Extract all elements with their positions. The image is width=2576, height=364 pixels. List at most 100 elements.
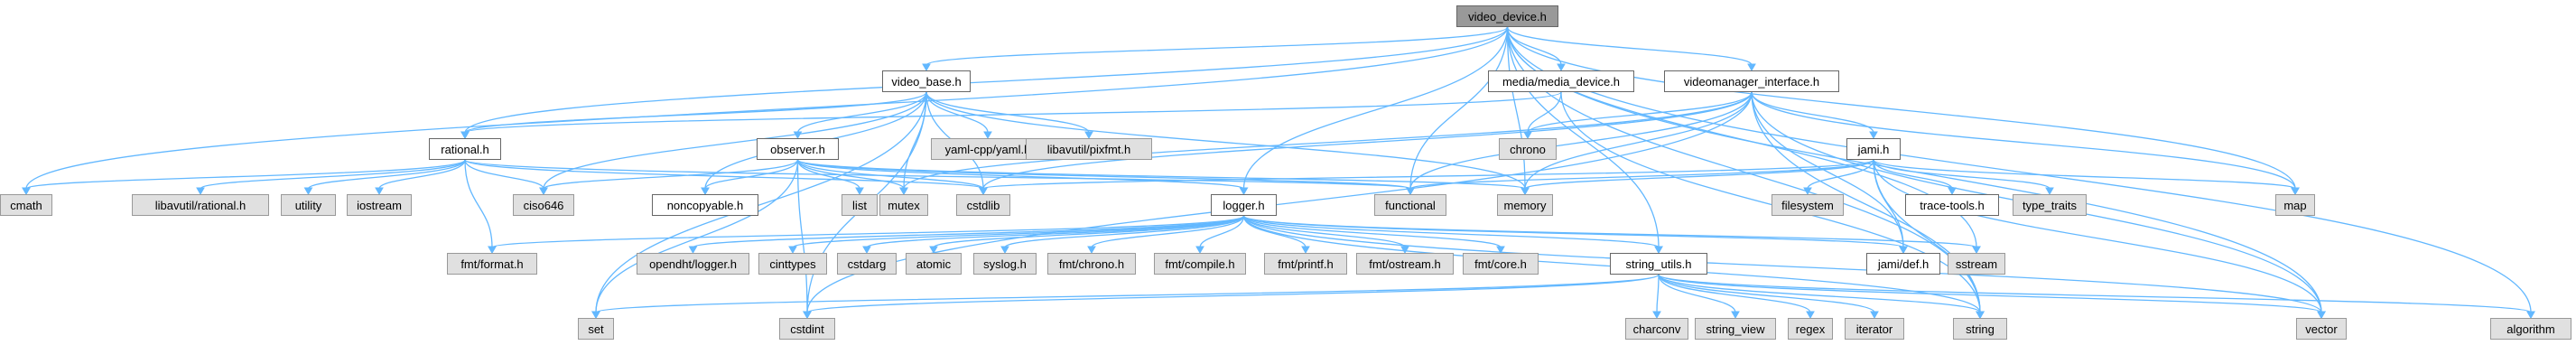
edge-jami-h-to-map	[1873, 159, 2296, 190]
edge-rational-h-to-ciso646	[464, 159, 544, 190]
node-chrono[interactable]: chrono	[1499, 138, 1557, 160]
edge-video-device-h-to-functional	[1409, 26, 1509, 190]
node-noncopyable-h[interactable]: noncopyable.h	[652, 194, 758, 216]
arrowhead	[688, 246, 698, 255]
edge-video-base-h-to-ciso646	[543, 91, 927, 190]
edge-string-utils-h-to-algorithm	[1658, 274, 2532, 313]
edge-jami-h-to-string	[1873, 159, 1981, 313]
node-sstream[interactable]: sstream	[1948, 253, 2005, 275]
arrowhead	[793, 131, 803, 140]
node-video-base-h[interactable]: video_base.h	[882, 70, 971, 92]
node-mutex[interactable]: mutex	[879, 194, 928, 216]
node-fmt-compile-h[interactable]: fmt/compile.h	[1154, 253, 1246, 275]
node-list[interactable]: list	[842, 194, 878, 216]
node-media-media-device-h[interactable]: media/media_device.h	[1488, 70, 1634, 92]
edge-string-utils-h-to-string	[1658, 274, 1981, 313]
arrowhead	[1084, 131, 1093, 140]
arrowhead	[1948, 187, 1957, 196]
edge-rational-h-to-cstdlib	[464, 159, 984, 190]
edge-logger-h-to-string-utils-h	[1242, 215, 1660, 248]
node-fmt-format-h[interactable]: fmt/format.h	[447, 253, 537, 275]
node-rational-h[interactable]: rational.h	[429, 138, 501, 160]
node-video-device-h: video_device.h	[1456, 5, 1558, 27]
arrowhead	[1523, 131, 1532, 140]
edge-media-media-device-h-to-chrono	[1527, 91, 1562, 134]
edge-observer-h-to-list	[796, 159, 860, 190]
node-string-utils-h[interactable]: string_utils.h	[1610, 253, 1707, 275]
arrowhead	[1870, 311, 1879, 320]
arrowhead	[983, 131, 992, 140]
edge-observer-h-to-functional	[796, 159, 1411, 190]
arrowhead	[1520, 187, 1530, 196]
node-charconv[interactable]: charconv	[1625, 318, 1688, 340]
edge-video-device-h-to-videomanager-interface-h	[1506, 26, 1753, 66]
edge-jami-h-to-memory	[1524, 159, 1874, 190]
node-functional[interactable]: functional	[1374, 194, 1446, 216]
arrowhead	[979, 187, 988, 196]
edge-jami-h-to-functional	[1409, 159, 1874, 190]
node-set[interactable]: set	[578, 318, 614, 340]
edge-logger-h-to-vector	[1242, 215, 2322, 313]
node-type-traits[interactable]: type_traits	[2013, 194, 2087, 216]
arrowhead	[922, 63, 931, 72]
node-fmt-ostream-h[interactable]: fmt/ostream.h	[1356, 253, 1454, 275]
node-vector[interactable]: vector	[2296, 318, 2347, 340]
node-trace-tools-h[interactable]: trace-tools.h	[1905, 194, 1999, 216]
edge-observer-h-to-ciso646	[543, 159, 799, 190]
node-regex[interactable]: regex	[1788, 318, 1833, 340]
edge-logger-h-to-syslog-h	[1004, 215, 1245, 248]
edge-videomanager-interface-h-to-memory	[1524, 91, 1753, 190]
arrowhead	[1976, 311, 1985, 320]
node-memory[interactable]: memory	[1497, 194, 1553, 216]
node-ciso646[interactable]: ciso646	[513, 194, 574, 216]
node-videomanager-interface-h[interactable]: videomanager_interface.h	[1664, 70, 1839, 92]
node-jami-def-h[interactable]: jami/def.h	[1866, 253, 1940, 275]
node-fmt-printf-h[interactable]: fmt/printf.h	[1264, 253, 1347, 275]
edge-logger-h-to-sstream	[1242, 215, 1977, 248]
edge-videomanager-interface-h-to-cstdlib	[982, 91, 1753, 190]
edge-observer-h-to-set	[595, 159, 799, 313]
node-yaml-cpp-yaml-h[interactable]: yaml-cpp/yaml.h	[931, 138, 1045, 160]
edge-video-base-h-to-set	[595, 91, 927, 313]
node-fmt-core-h[interactable]: fmt/core.h	[1463, 253, 1539, 275]
edge-videomanager-interface-h-to-functional	[1409, 91, 1753, 190]
arrowhead	[196, 187, 205, 196]
edge-video-device-h-to-rational-h	[464, 26, 1509, 134]
node-opendht-logger-h[interactable]: opendht/logger.h	[637, 253, 749, 275]
node-logger-h[interactable]: logger.h	[1211, 194, 1277, 216]
arrowhead	[1806, 311, 1815, 320]
node-cinttypes[interactable]: cinttypes	[758, 253, 827, 275]
edge-logger-h-to-fmt-ostream-h	[1242, 215, 1406, 248]
edge-videomanager-interface-h-to-map	[1751, 91, 2296, 190]
node-libavutil-pixfmt-h[interactable]: libavutil/pixfmt.h	[1026, 138, 1152, 160]
edge-jami-h-to-filesystem	[1807, 159, 1874, 190]
node-iostream[interactable]: iostream	[347, 194, 412, 216]
node-utility[interactable]: utility	[281, 194, 336, 216]
edge-string-utils-h-to-regex	[1658, 274, 1811, 313]
arrowheads	[22, 63, 2535, 320]
edge-logger-h-to-fmt-printf-h	[1242, 215, 1307, 248]
node-map[interactable]: map	[2275, 194, 2315, 216]
arrowhead	[303, 187, 313, 196]
edge-video-device-h-to-cmath	[25, 26, 1509, 190]
node-cstdarg[interactable]: cstdarg	[837, 253, 897, 275]
node-syslog-h[interactable]: syslog.h	[973, 253, 1037, 275]
node-observer-h[interactable]: observer.h	[757, 138, 839, 160]
arrowhead	[1731, 311, 1740, 320]
edge-videomanager-interface-h-to-chrono	[1527, 91, 1753, 134]
node-atomic[interactable]: atomic	[906, 253, 962, 275]
node-cstdint[interactable]: cstdint	[779, 318, 835, 340]
node-string[interactable]: string	[1953, 318, 2007, 340]
node-filesystem[interactable]: filesystem	[1772, 194, 1844, 216]
node-libavutil-rational-h[interactable]: libavutil/rational.h	[132, 194, 269, 216]
edge-logger-h-to-opendht-logger-h	[692, 215, 1245, 248]
node-cmath[interactable]: cmath	[0, 194, 52, 216]
node-iterator[interactable]: iterator	[1845, 318, 1904, 340]
arrowhead	[2317, 311, 2326, 320]
node-string-view[interactable]: string_view	[1695, 318, 1776, 340]
arrowhead	[855, 187, 864, 196]
node-jami-h[interactable]: jami.h	[1846, 138, 1901, 160]
node-algorithm[interactable]: algorithm	[2490, 318, 2571, 340]
node-fmt-chrono-h[interactable]: fmt/chrono.h	[1047, 253, 1136, 275]
node-cstdlib[interactable]: cstdlib	[956, 194, 1010, 216]
